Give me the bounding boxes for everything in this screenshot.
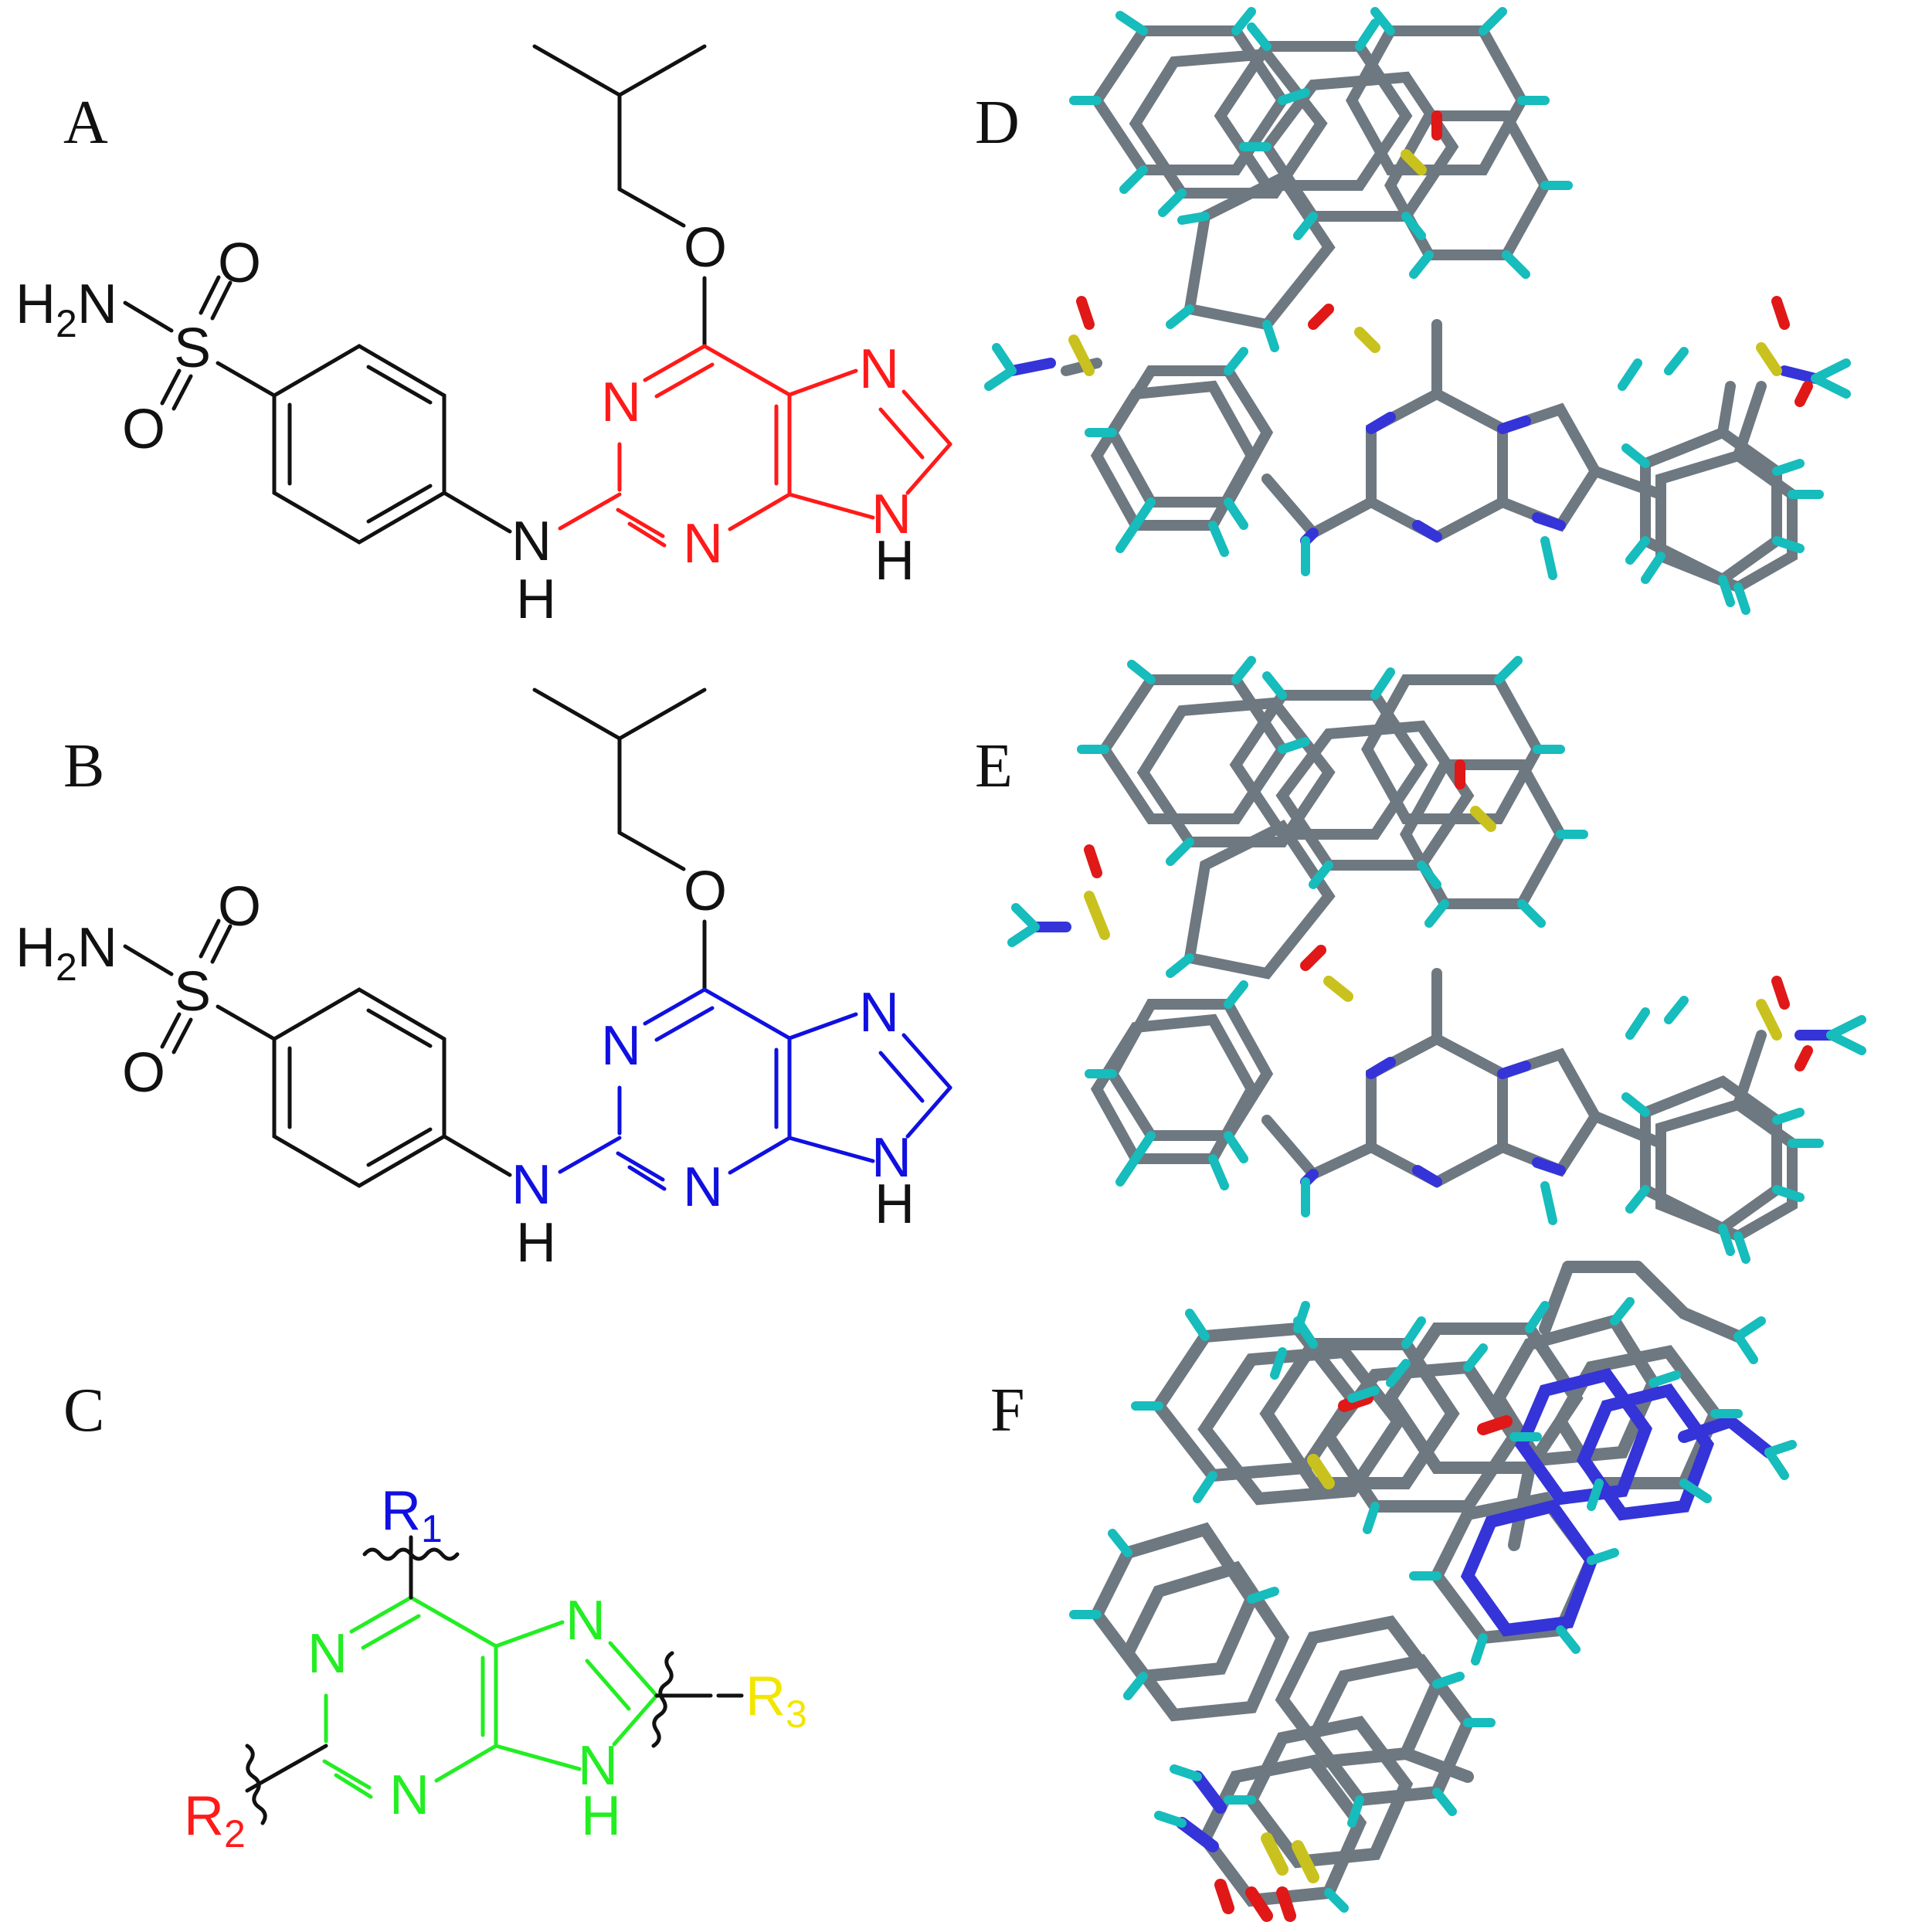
substituent-r2: R2 <box>184 1785 246 1856</box>
purine-core-b <box>558 987 952 1191</box>
oxygen-ether-b: O <box>684 861 727 922</box>
panel-b: B O H2N <box>15 690 952 1274</box>
sulfur-b: S <box>174 961 211 1023</box>
scaffold-c: N N N N H R1 R2 R3 <box>184 1480 807 1856</box>
scaffold-h9: H <box>581 1785 621 1847</box>
panel-d: D <box>975 7 1851 615</box>
purine-n3-b: N <box>683 1156 723 1218</box>
scaffold-n1: N <box>307 1623 348 1685</box>
purine-scaffold <box>322 1595 659 1799</box>
scaffold-n9: N <box>578 1735 618 1797</box>
sulfonyl-o2-b: O <box>122 1042 165 1104</box>
alignment-overlay-e <box>1007 656 1866 1264</box>
sulfonyl-o1-b: O <box>218 876 261 938</box>
panel-label-c: C <box>63 1377 104 1445</box>
purine-n1-a: N <box>601 372 641 433</box>
molecule-a: O H2N S O O N H H N N N N <box>15 46 952 630</box>
purine-n9-a: N <box>871 484 912 545</box>
panel-label-f: F <box>990 1377 1025 1445</box>
purine-n7-b: N <box>859 982 899 1044</box>
imidazole-h-a: H <box>874 530 915 592</box>
panel-a: A O <box>15 46 952 630</box>
nh-h-b: H <box>516 1212 556 1274</box>
panel-label-a: A <box>63 89 108 157</box>
substituent-r1: R1 <box>381 1480 443 1550</box>
panel-label-b: B <box>63 732 104 800</box>
sulfonyl-o2-a: O <box>122 399 165 460</box>
panel-label-e: E <box>975 732 1013 800</box>
purine-n9-b: N <box>871 1127 912 1189</box>
nh-n-a: N <box>511 511 552 572</box>
alignment-overlay-f <box>1069 1261 1797 1922</box>
scaffold-n3: N <box>389 1764 430 1826</box>
purine-core-a <box>558 344 952 548</box>
imidazole-h-b: H <box>874 1173 915 1235</box>
panel-f: F <box>990 1261 1797 1922</box>
purine-n7-a: N <box>859 338 899 400</box>
nh-h-a: H <box>516 569 556 630</box>
panel-c: C <box>63 1377 807 1856</box>
sulfur-a: S <box>174 317 211 379</box>
substituent-r3: R3 <box>745 1665 807 1736</box>
purine-n1-b: N <box>601 1015 641 1077</box>
panel-label-d: D <box>975 89 1020 157</box>
sulfonyl-o1-a: O <box>218 233 261 294</box>
alignment-overlay-d <box>984 7 1851 615</box>
purine-n3-a: N <box>683 513 723 575</box>
oxygen-ether-a: O <box>684 217 727 279</box>
nh-n-b: N <box>511 1154 552 1216</box>
scaffold-n7: N <box>565 1590 606 1652</box>
panel-e: E <box>975 656 1866 1264</box>
amide-n-a: H2N <box>15 273 117 345</box>
amide-n-b: H2N <box>15 917 117 989</box>
molecule-b: O H2N S O O H H N N N N N <box>15 690 952 1274</box>
